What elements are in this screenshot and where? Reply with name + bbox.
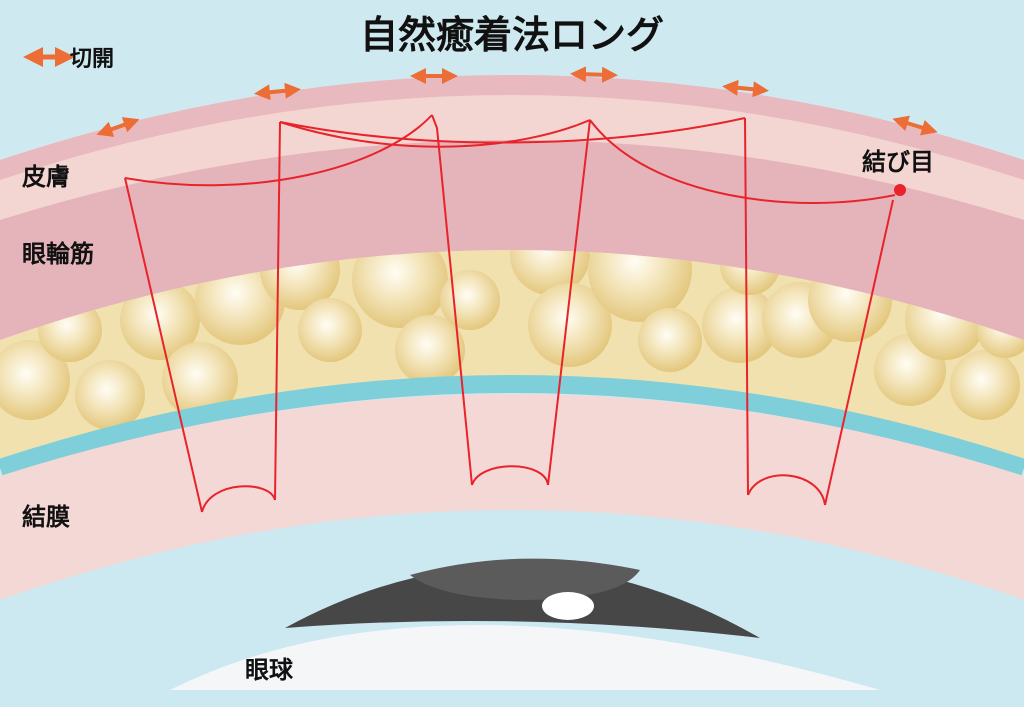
suture-loop-3 — [747, 474, 826, 506]
diagram-title: 自然癒着法ロング — [360, 13, 664, 57]
incision-arrow-5 — [722, 79, 769, 98]
legend-label: 切開 — [70, 47, 114, 72]
suture — [124, 114, 896, 513]
incision-arrow-4 — [570, 66, 618, 83]
suture-path-4 — [279, 117, 746, 144]
suture-loop-1 — [201, 485, 276, 513]
conjunctiva-layer — [0, 394, 1024, 600]
pupil-highlight — [542, 592, 594, 620]
knot-marker — [894, 184, 906, 196]
skin-upper-band — [0, 75, 1024, 180]
suture-path-2 — [279, 119, 591, 148]
muscle-layer — [0, 140, 1024, 340]
skin-label: 皮膚 — [22, 163, 70, 191]
legend: 切開 — [23, 47, 114, 72]
incision-arrow-6 — [892, 115, 938, 136]
tarsal-line — [0, 375, 1024, 477]
incision-arrow-1 — [96, 117, 140, 137]
suture-path-1 — [124, 114, 433, 187]
iris — [285, 566, 760, 638]
incision-arrows — [96, 66, 938, 137]
incision-arrow-2 — [254, 82, 301, 101]
suture-path-3 — [589, 119, 896, 204]
iris-upper — [410, 558, 640, 600]
suture-vertical — [124, 114, 894, 513]
suture-loop-2 — [471, 465, 549, 486]
sclera — [170, 625, 880, 690]
muscle-label: 眼輪筋 — [22, 240, 94, 268]
eyeball-label: 眼球 — [245, 656, 294, 684]
conjunctiva-label: 結膜 — [22, 503, 70, 531]
knot-label: 結び目 — [862, 148, 934, 176]
